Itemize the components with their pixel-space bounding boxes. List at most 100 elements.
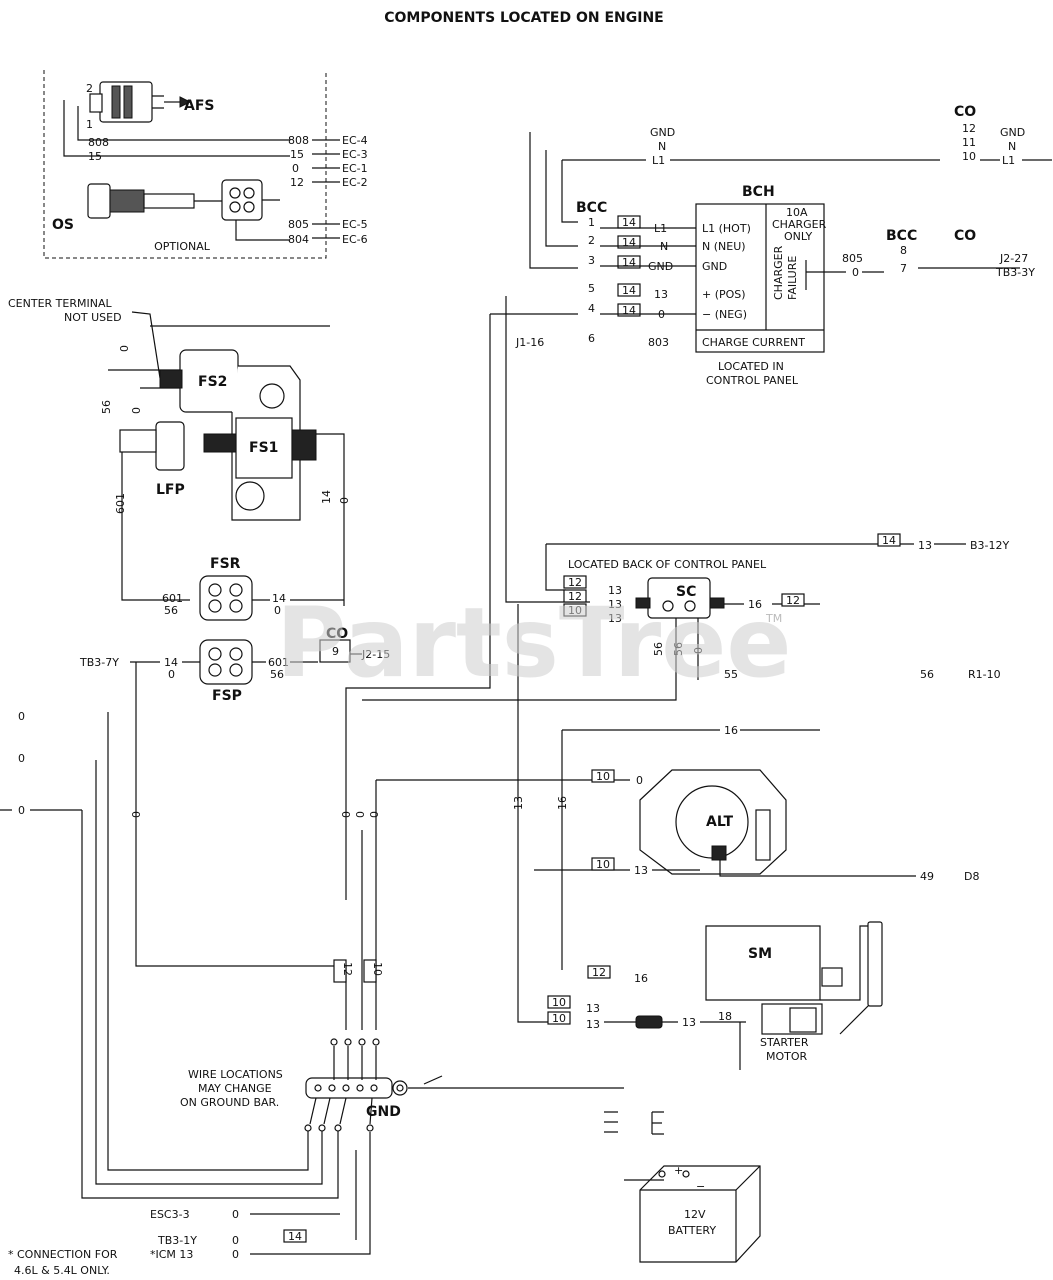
center-terminal-note: CENTER TERMINAL xyxy=(8,297,112,310)
r1-10: R1-10 xyxy=(968,668,1001,681)
b3-12y: B3-12Y xyxy=(970,539,1010,552)
sc-wire-10: 10 xyxy=(568,604,582,617)
diagram-title: COMPONENTS LOCATED ON ENGINE xyxy=(384,10,663,26)
co-9: 9 xyxy=(332,645,339,658)
fsp-connector: FSP xyxy=(199,639,253,704)
bch-wire-803: 803 xyxy=(648,336,669,349)
alt-wire-10a: 10 xyxy=(596,770,610,783)
sm-wire-13a: 13 xyxy=(586,1002,600,1015)
fsr-wire-601: 601 xyxy=(162,592,183,605)
bcc-4: 4 xyxy=(588,302,595,315)
bch-n-neu: N (NEU) xyxy=(702,240,746,253)
optional-label: OPTIONAL xyxy=(154,240,211,253)
wire-805-bch: 805 xyxy=(842,252,863,265)
alt-wire-10b: 10 xyxy=(596,858,610,871)
gnd-wire-10: 10 xyxy=(371,962,384,976)
fs1-wire-14: 14 xyxy=(320,490,333,504)
sc-wire-14: 14 xyxy=(882,534,896,547)
wire-804-os: 804 xyxy=(288,233,309,246)
ec-1: EC-1 xyxy=(342,162,368,175)
wire-loc-1: WIRE LOCATIONS xyxy=(188,1068,283,1081)
bch-wire-14c: 14 xyxy=(622,256,636,269)
alt-wire-13: 13 xyxy=(634,864,648,877)
co-label-fsp: CO xyxy=(326,626,348,642)
os-label: OS xyxy=(52,217,74,233)
ec-2: EC-2 xyxy=(342,176,368,189)
bch-pos: + (POS) xyxy=(702,288,746,301)
bch-wire-14b: 14 xyxy=(622,236,636,249)
esc3-3: ESC3-3 xyxy=(150,1208,190,1221)
mid-wire-0c: 0 xyxy=(368,811,381,818)
wire-12: 12 xyxy=(290,176,304,189)
alt-label: ALT xyxy=(706,814,733,830)
located-in-note: LOCATED IN xyxy=(718,360,784,373)
gnd-wire-12: 12 xyxy=(341,962,354,976)
co-11: 11 xyxy=(962,136,976,149)
wire-15-left: 15 xyxy=(88,150,102,163)
wire-0-ec1: 0 xyxy=(292,162,299,175)
sm-label: SM xyxy=(748,946,772,962)
sc-wire-12a: 12 xyxy=(568,576,582,589)
wire-805-os: 805 xyxy=(288,218,309,231)
wire-loc-3: ON GROUND BAR. xyxy=(180,1096,279,1109)
fs1-wire-0: 0 xyxy=(338,497,351,504)
bcc-1: 1 xyxy=(588,216,595,229)
tb3-3y: TB3-3Y xyxy=(995,266,1035,279)
fs-wire-0b: 0 xyxy=(130,407,143,414)
co-label-right: CO xyxy=(954,228,976,244)
sc-13a: 13 xyxy=(608,584,622,597)
bch-wire-13: 13 xyxy=(654,288,668,301)
sm-wire-10a: 10 xyxy=(552,996,566,1009)
gnd-top-left: GND xyxy=(650,126,675,139)
alt-wire-49: 49 xyxy=(920,870,934,883)
mid-wire-0b: 0 xyxy=(354,811,367,818)
bch-charge-current: CHARGE CURRENT xyxy=(702,336,805,349)
fs-wire-56: 56 xyxy=(100,400,113,414)
ec-3: EC-3 xyxy=(342,148,368,161)
bcc-5: 5 xyxy=(588,282,595,295)
sm-wire-13c: 13 xyxy=(682,1016,696,1029)
n55: 55 xyxy=(724,668,738,681)
left-0c: 0 xyxy=(18,804,25,817)
mid-wire-0a: 0 xyxy=(340,811,353,818)
bch-wire-14e: 14 xyxy=(622,304,636,317)
sc-wire-13-top: 13 xyxy=(918,539,932,552)
sc-0: 0 xyxy=(692,647,705,654)
fs2-wire-0: 0 xyxy=(118,345,131,352)
j2-15: J2-15 xyxy=(361,648,390,661)
n-top-left: N xyxy=(658,140,666,153)
afs-sensor: AFS 2 1 xyxy=(86,81,214,131)
battery-label: BATTERY xyxy=(668,1224,716,1237)
n-top-right: N xyxy=(1008,140,1016,153)
starter-motor: SM STARTER MOTOR xyxy=(705,921,883,1063)
sm-wire-13b: 13 xyxy=(586,1018,600,1031)
lfp-wire-601: 601 xyxy=(114,493,127,514)
sc-contactor: SC xyxy=(635,577,725,619)
located-back-note: LOCATED BACK OF CONTROL PANEL xyxy=(568,558,767,571)
d8: D8 xyxy=(964,870,979,883)
bch-wire-labels: 14 14 14 14 14 L1 N GND 13 0 803 xyxy=(600,215,696,349)
alt-wire-16-top: 16 xyxy=(724,724,738,737)
sc-label: SC xyxy=(676,584,696,600)
bcc-label: BCC xyxy=(576,200,607,216)
bcc-7: 7 xyxy=(900,262,907,275)
bch-label: BCH xyxy=(742,184,775,200)
not-used-note: NOT USED xyxy=(64,311,122,324)
fsp-wire-0: 0 xyxy=(168,668,175,681)
watermark-tm: TM xyxy=(765,612,782,625)
alternator: ALT xyxy=(639,769,787,875)
sc-wire-12b: 12 xyxy=(568,590,582,603)
afs-label: AFS xyxy=(184,98,214,114)
fsp-wire-601: 601 xyxy=(268,656,289,669)
sc-56a: 56 xyxy=(652,642,665,656)
left-0a: 0 xyxy=(18,710,25,723)
tb3-wire-0: 0 xyxy=(232,1234,239,1247)
battery-pos: + xyxy=(674,1164,683,1177)
gnd-label: GND xyxy=(366,1104,401,1120)
bch-charger-v: CHARGER xyxy=(772,245,785,300)
sm-wire-16: 16 xyxy=(634,972,648,985)
wire-0-bch: 0 xyxy=(852,266,859,279)
sc-wire-12c: 12 xyxy=(786,594,800,607)
battery: + − 12V BATTERY xyxy=(604,1111,761,1263)
